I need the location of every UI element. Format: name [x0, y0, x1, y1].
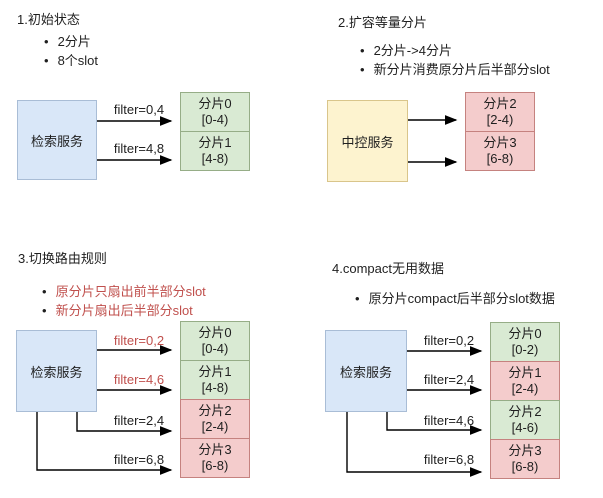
shard-range: [4-8): [201, 151, 229, 166]
bullet-item: 原分片只扇出前半部分slot: [42, 282, 206, 301]
shard-box-s4-0: 分片0 [0-2): [490, 322, 560, 362]
arrow-label-s3-2: filter=2,4: [113, 413, 165, 428]
shard-box-s3-2: 分片2 [2-4): [180, 399, 250, 439]
section-2-bullets: 2分片->4分片 新分片消费原分片后半部分slot: [360, 41, 550, 79]
shard-name: 分片0: [198, 96, 232, 111]
service-label: 检索服务: [30, 364, 83, 380]
shard-stack-s4: 分片0 [0-2) 分片1 [2-4) 分片2 [4-6) 分片3 [6-8): [490, 322, 560, 479]
shard-range: [0-4): [201, 341, 229, 356]
section-4-bullets: 原分片compact后半部分slot数据: [355, 289, 555, 308]
shard-range: [4-6): [511, 420, 539, 435]
shard-range: [2-4): [486, 112, 514, 127]
service-box-control-s2: 中控服务: [327, 100, 408, 182]
arrow-label-s1-0: filter=0,4: [113, 102, 165, 117]
service-label: 中控服务: [341, 134, 394, 150]
shard-box-s3-1: 分片1 [4-8): [180, 360, 250, 400]
shard-stack-s1: 分片0 [0-4) 分片1 [4-8): [180, 92, 250, 171]
service-label: 检索服务: [339, 364, 392, 380]
shard-name: 分片1: [198, 135, 232, 150]
shard-box-s3-0: 分片0 [0-4): [180, 321, 250, 361]
arrow-label-s3-1: filter=4,6: [113, 372, 165, 387]
shard-box-s1-0: 分片0 [0-4): [180, 92, 250, 132]
section-1-bullets: 2分片 8个slot: [44, 32, 98, 70]
shard-stack-s2: 分片2 [2-4) 分片3 [6-8): [465, 92, 535, 171]
arrow-label-s4-3: filter=6,8: [423, 452, 475, 467]
arrow-label-s1-1: filter=4,8: [113, 141, 165, 156]
shard-name: 分片1: [508, 365, 542, 380]
section-4-title: 4.compact无用数据: [332, 261, 444, 276]
shard-range: [6-8): [201, 458, 229, 473]
service-box-search-s1: 检索服务: [17, 100, 97, 180]
shard-range: [4-8): [201, 380, 229, 395]
bullet-item: 新分片扇出后半部分slot: [42, 301, 206, 320]
section-3-bullets: 原分片只扇出前半部分slot 新分片扇出后半部分slot: [42, 282, 206, 320]
arrow-label-s3-0: filter=0,2: [113, 333, 165, 348]
shard-range: [2-4): [511, 381, 539, 396]
bullet-item: 新分片消费原分片后半部分slot: [360, 60, 550, 79]
shard-box-s4-3: 分片3 [6-8): [490, 439, 560, 479]
shard-range: [6-8): [511, 459, 539, 474]
shard-range: [0-2): [511, 342, 539, 357]
service-label: 检索服务: [30, 133, 83, 149]
shard-name: 分片2: [508, 404, 542, 419]
shard-range: [0-4): [201, 112, 229, 127]
bullet-item: 8个slot: [44, 51, 98, 70]
arrow-label-s4-0: filter=0,2: [423, 333, 475, 348]
shard-box-s3-3: 分片3 [6-8): [180, 438, 250, 478]
bullet-item: 原分片compact后半部分slot数据: [355, 289, 555, 308]
shard-box-s2-0: 分片2 [2-4): [465, 92, 535, 132]
shard-name: 分片0: [508, 326, 542, 341]
shard-name: 分片3: [508, 443, 542, 458]
shard-name: 分片3: [483, 135, 517, 150]
shard-name: 分片0: [198, 325, 232, 340]
arrow-label-s4-2: filter=4,6: [423, 413, 475, 428]
shard-name: 分片1: [198, 364, 232, 379]
shard-name: 分片2: [483, 96, 517, 111]
arrow-label-s4-1: filter=2,4: [423, 372, 475, 387]
shard-box-s4-1: 分片1 [2-4): [490, 361, 560, 401]
shard-box-s2-1: 分片3 [6-8): [465, 131, 535, 171]
shard-name: 分片3: [198, 442, 232, 457]
shard-name: 分片2: [198, 403, 232, 418]
shard-box-s1-1: 分片1 [4-8): [180, 131, 250, 171]
bullet-item: 2分片: [44, 32, 98, 51]
section-3-title: 3.切换路由规则: [18, 251, 107, 266]
shard-stack-s3: 分片0 [0-4) 分片1 [4-8) 分片2 [2-4) 分片3 [6-8): [180, 321, 250, 478]
shard-range: [6-8): [486, 151, 514, 166]
service-box-search-s3: 检索服务: [16, 330, 97, 412]
shard-box-s4-2: 分片2 [4-6): [490, 400, 560, 440]
arrow-label-s3-3: filter=6,8: [113, 452, 165, 467]
service-box-search-s4: 检索服务: [325, 330, 407, 412]
shard-range: [2-4): [201, 419, 229, 434]
bullet-item: 2分片->4分片: [360, 41, 550, 60]
section-2-title: 2.扩容等量分片: [338, 15, 427, 30]
section-1-title: 1.初始状态: [17, 12, 80, 27]
